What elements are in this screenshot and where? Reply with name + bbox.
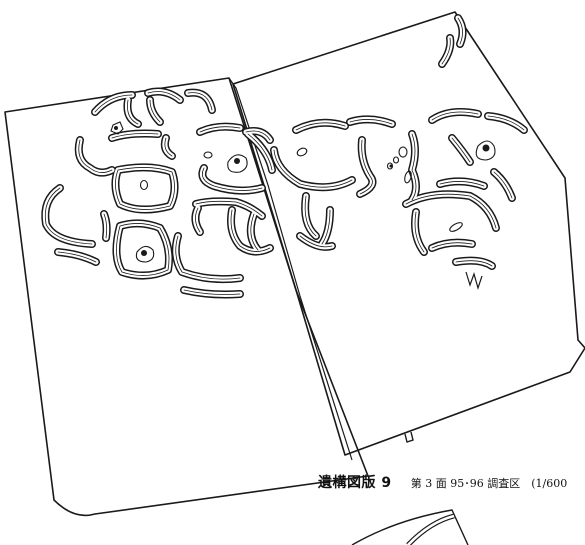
ditch-centerline: [441, 37, 451, 65]
ditch-centerline: [78, 139, 113, 173]
next-figure-ditch-inner: [407, 514, 455, 545]
ditch-centerline: [349, 119, 393, 125]
pit: [404, 170, 412, 184]
fill-spot: [389, 164, 393, 168]
ditch-centerline: [94, 94, 133, 113]
ditch-centerline: [149, 99, 161, 123]
right-area-boundary: [232, 11, 585, 456]
ditch-fill: [173, 233, 243, 282]
boundary-notch: [404, 431, 414, 443]
fill-spot: [141, 250, 147, 256]
ditch-centerline: [273, 149, 353, 188]
fill-spot: [234, 158, 240, 164]
feature-fills: [114, 126, 490, 256]
area-seam: [228, 77, 353, 461]
ditch-centerline: [175, 235, 241, 280]
ditch-centerline: [187, 92, 213, 111]
ditch-centerline: [195, 207, 201, 233]
ditch-centerline: [250, 213, 259, 251]
ditch-centerline: [103, 213, 108, 239]
ditch-outline: [270, 146, 356, 192]
pit: [227, 154, 248, 173]
ditch-centerline: [414, 211, 425, 253]
ditch-centerline: [295, 122, 346, 131]
ditch-centerline: [457, 17, 463, 45]
ditch-centerline: [116, 223, 170, 276]
ditch-centerline: [304, 195, 317, 237]
ditch-centerline: [439, 181, 485, 187]
ditch-centerline: [127, 99, 139, 125]
ditch-centerline: [321, 209, 331, 245]
ditch-centerline: [111, 133, 159, 139]
pit: [110, 121, 124, 135]
ditch-centerline: [487, 115, 525, 131]
ditch-fill: [114, 220, 172, 278]
fill-spot: [114, 126, 118, 130]
ditch-centerline: [195, 200, 263, 217]
pit-features: [110, 121, 496, 291]
next-figure-boundary: [351, 509, 469, 545]
ditch-fill: [147, 97, 163, 125]
ditch-centerline: [411, 133, 417, 201]
ditch-centerline: [164, 137, 173, 157]
ditch-centerline: [431, 111, 479, 121]
ditch-centerline: [299, 235, 333, 248]
ditch-centerline: [199, 126, 241, 133]
pit: [203, 151, 213, 159]
pit: [475, 140, 496, 161]
ditch-features: [41, 14, 528, 299]
ditch-centerline: [201, 167, 263, 191]
ditch-centerline: [493, 171, 513, 199]
left-area-boundary: [4, 77, 369, 517]
ditch-centerline: [245, 130, 271, 141]
ditch-centerline: [147, 91, 181, 101]
pit: [465, 271, 483, 291]
ditch-centerline: [405, 193, 497, 229]
ditch-centerline: [57, 251, 97, 263]
pit: [398, 146, 408, 158]
figure-caption: 遺構図版 9 第 3 面 95･96 調査区 (1/600: [318, 472, 567, 492]
ditch-centerline: [431, 242, 473, 249]
ditch-centerline: [359, 139, 373, 195]
ditch-fill: [55, 249, 99, 265]
ditch-centerline: [183, 289, 241, 295]
pit: [135, 245, 155, 263]
caption-subtitle: 第 3 面 95･96 調査区 (1/600: [410, 477, 568, 490]
ditch-centerline: [247, 133, 273, 171]
caption-title: 遺構図版 9: [318, 475, 392, 491]
next-figure-ditch: [406, 513, 455, 545]
pit: [296, 147, 308, 157]
pit: [449, 222, 463, 232]
ditch-centerline: [115, 167, 175, 210]
ditch-centerline: [451, 137, 471, 163]
pit: [139, 179, 149, 191]
ditch-centerline: [455, 260, 493, 267]
fill-spot: [482, 144, 490, 152]
ditch-centerline: [44, 187, 93, 245]
pit: [392, 156, 400, 164]
ditch-centerline: [230, 209, 271, 252]
ditch-outline: [74, 136, 116, 177]
